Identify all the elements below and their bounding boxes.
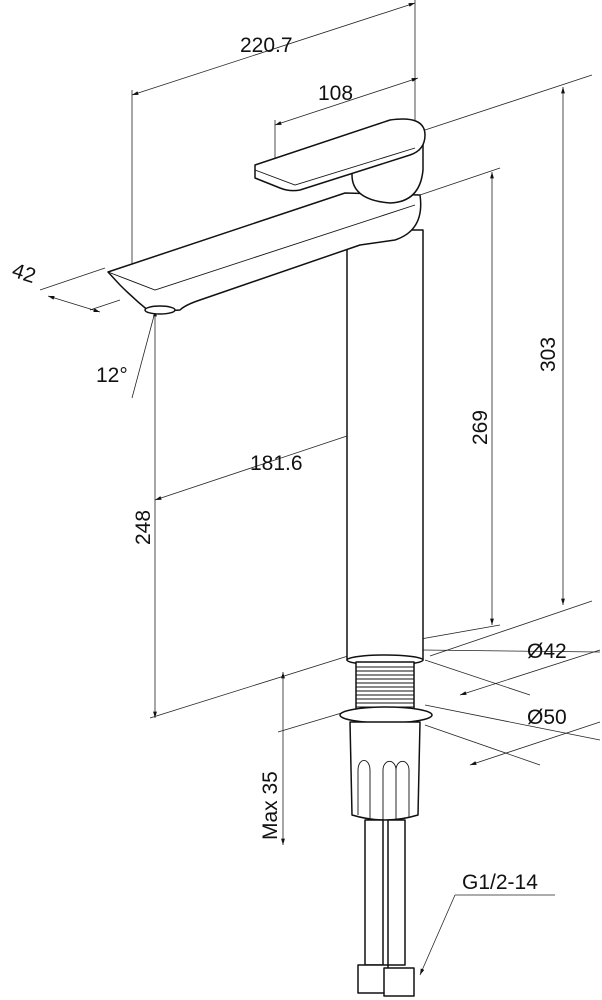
dim-max-deck-thickness: Max 35 [259, 771, 282, 840]
spout [107, 192, 422, 315]
dim-total-height: 303 [537, 337, 560, 372]
thread [356, 666, 414, 708]
dim-lever-length: 108 [318, 82, 353, 105]
dim-base-diameter: Ø50 [527, 706, 567, 729]
dim-body-diameter: Ø42 [527, 640, 567, 663]
dim-total-reach: 220.7 [240, 34, 293, 57]
faucet-body [339, 229, 433, 997]
dim-spout-reach: 181.6 [250, 452, 303, 475]
dim-spout-angle: 12° [96, 364, 128, 387]
dim-body-height: 269 [469, 410, 492, 445]
lever [254, 118, 426, 204]
dim-spout-height: 248 [132, 510, 155, 545]
dim-hose-thread: G1/2-14 [462, 871, 538, 894]
dim-spout-width: 42 [9, 259, 38, 288]
